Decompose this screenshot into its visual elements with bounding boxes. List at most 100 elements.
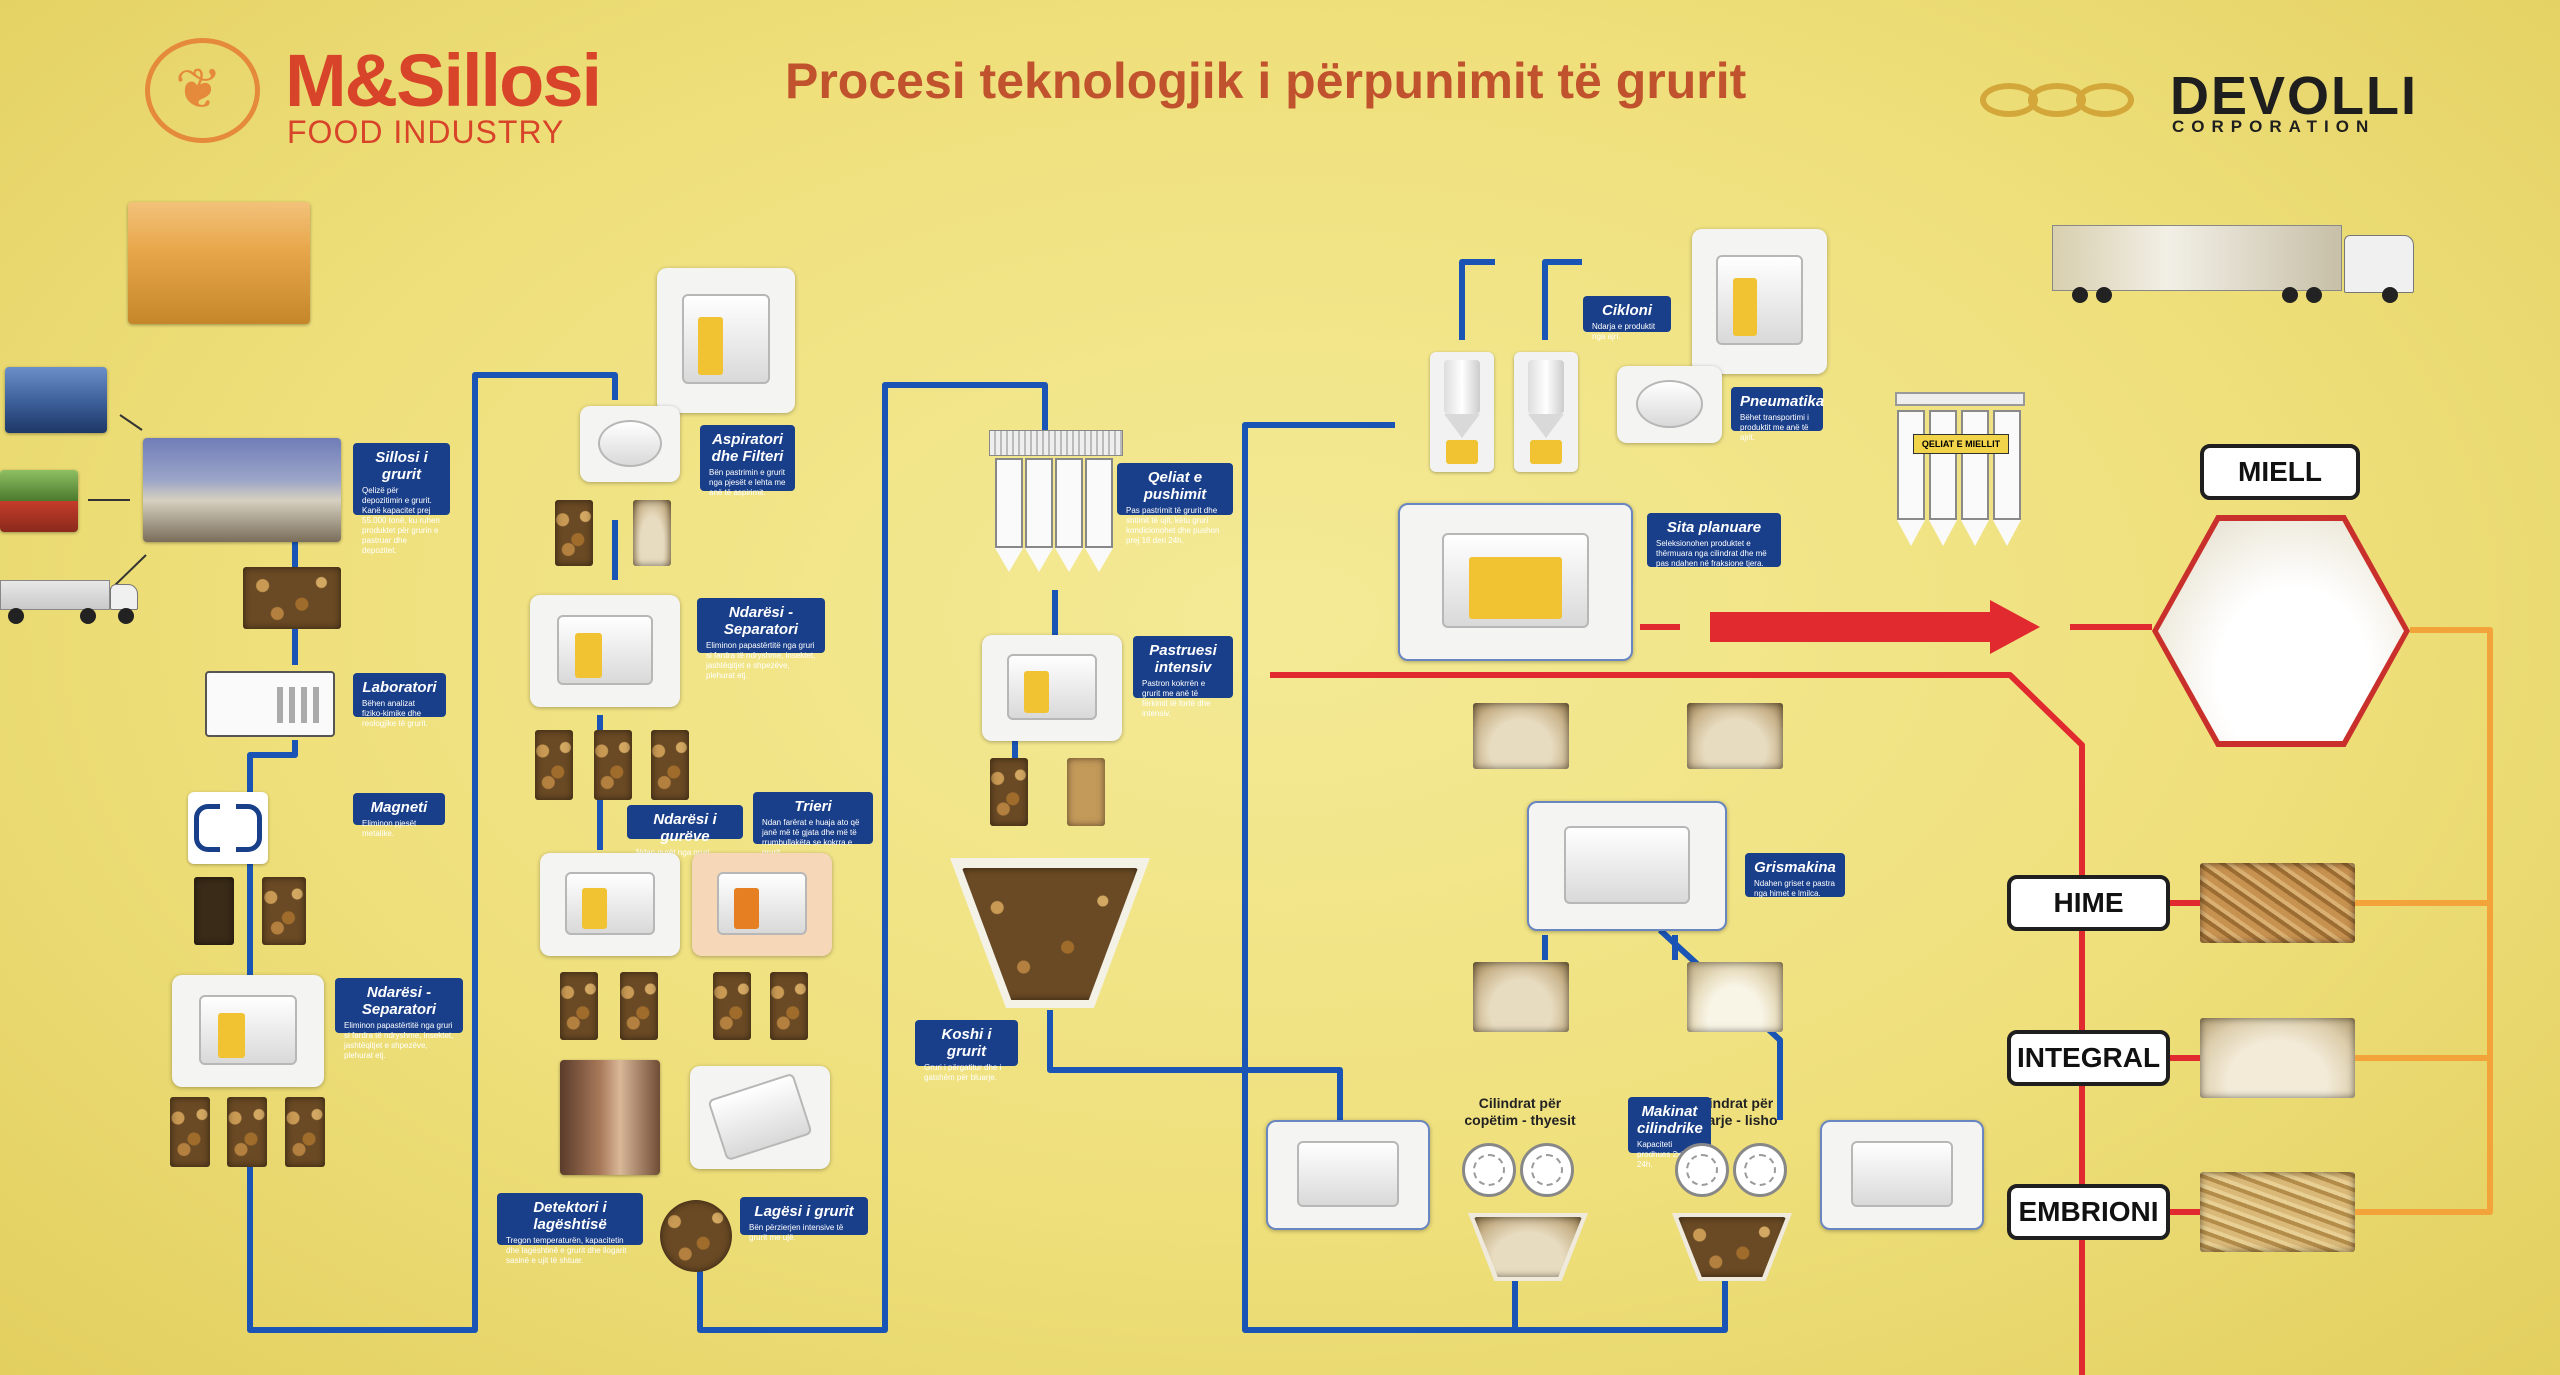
bran-sample xyxy=(2200,863,2355,943)
lab-equipment-icon xyxy=(205,671,335,737)
separator-machine xyxy=(530,595,680,707)
wheat-sample xyxy=(194,877,234,945)
wheat-sample xyxy=(770,972,808,1040)
wheat-icon: ❦ xyxy=(175,57,222,120)
caption-cilindrat-thyesit: Cilindrat për copëtim - thyesit xyxy=(1464,1095,1576,1128)
purifier-machine xyxy=(1527,801,1727,931)
wheat-sample xyxy=(660,1200,732,1272)
truck-icon xyxy=(2052,225,2422,315)
wheat-sample xyxy=(227,1097,267,1167)
wheat-sample xyxy=(262,877,306,945)
cyclone-2 xyxy=(1514,352,1578,472)
flow-line-blue xyxy=(1515,1280,1728,1333)
flour-sample xyxy=(2158,521,2404,741)
integral-sample xyxy=(2200,1018,2355,1098)
brand-left-sub: FOOD INDUSTRY xyxy=(287,114,565,150)
roller-mill-right xyxy=(1820,1120,1984,1230)
train-icon xyxy=(0,470,78,532)
flow-line-blue xyxy=(1459,259,1495,340)
aspirator-fan xyxy=(580,406,680,482)
product-miell: MIELL xyxy=(2200,444,2360,500)
cyclone-1 xyxy=(1430,352,1494,472)
flow-line-blue xyxy=(1242,422,1515,1333)
rest-silos xyxy=(989,430,1123,590)
pneumatic-filter xyxy=(1692,229,1827,374)
wheat-sample xyxy=(713,972,751,1040)
wheat-sample xyxy=(594,730,632,800)
roller-icon xyxy=(1520,1143,1574,1197)
flow-line-blue xyxy=(247,740,298,975)
wheat-logo-icon xyxy=(145,38,260,143)
semolina-sample xyxy=(1687,703,1783,769)
silo-tag: QELIAT E MIELLIT xyxy=(1913,434,2009,454)
flow-line-orange xyxy=(2355,627,2493,1215)
dampener-machine xyxy=(690,1066,830,1169)
flow-line-blue xyxy=(697,382,1048,1333)
flour-silos: QELIAT E MIELLIT xyxy=(1895,392,2025,562)
wheat-field-photo xyxy=(128,202,310,324)
wheat-sample xyxy=(535,730,573,800)
flow-line-blue xyxy=(1542,259,1582,340)
flour-sample xyxy=(1687,962,1783,1032)
scourer-machine xyxy=(982,635,1122,741)
flow-line-red xyxy=(1270,672,2085,1375)
wheat-sample xyxy=(285,1097,325,1167)
ship-icon xyxy=(5,367,107,433)
magnet-icon xyxy=(188,792,268,864)
red-arrow xyxy=(1710,600,2040,654)
transport-arrow xyxy=(119,414,143,431)
wheat-sample xyxy=(555,500,593,566)
wheat-sample xyxy=(1067,758,1105,826)
destoner-machine xyxy=(540,853,680,956)
roller-icon xyxy=(1675,1143,1729,1197)
moisture-detector-photo xyxy=(560,1060,660,1175)
filter-machine xyxy=(657,268,795,413)
semolina-sample xyxy=(1473,962,1569,1032)
wheat-sample xyxy=(651,730,689,800)
semolina-sample xyxy=(1473,703,1569,769)
roller-mill-left xyxy=(1266,1120,1430,1230)
product-hime: HIME xyxy=(2007,875,2170,931)
brand-right-name: DEVOLLI xyxy=(2170,66,2419,126)
brand-right-sub: CORPORATION xyxy=(2172,117,2376,136)
wheat-sample xyxy=(990,758,1028,826)
truck-icon xyxy=(0,580,140,625)
flow-line-blue xyxy=(247,372,618,1333)
wheat-sample xyxy=(170,1097,210,1167)
wheat-sample xyxy=(633,500,671,566)
wheat-sample xyxy=(560,972,598,1040)
rings-logo-icon xyxy=(1980,83,2140,123)
silo-photo xyxy=(143,438,341,542)
separator-machine xyxy=(172,975,324,1087)
wheat-sample xyxy=(620,972,658,1040)
roller-icon xyxy=(1462,1143,1516,1197)
page-title: Procesi teknologjik i përpunimit të grur… xyxy=(785,53,1747,109)
brand-left-name: M&Sillosi xyxy=(285,39,602,122)
wheat-sample xyxy=(243,567,341,629)
product-embrioni: EMBRIONI xyxy=(2007,1184,2170,1240)
flow-line-blue xyxy=(1047,1010,1343,1120)
pneumatic-fan xyxy=(1617,366,1722,443)
trieur-machine xyxy=(692,853,832,956)
germ-sample xyxy=(2200,1172,2355,1252)
roller-icon xyxy=(1733,1143,1787,1197)
plansifter-machine xyxy=(1398,503,1633,661)
